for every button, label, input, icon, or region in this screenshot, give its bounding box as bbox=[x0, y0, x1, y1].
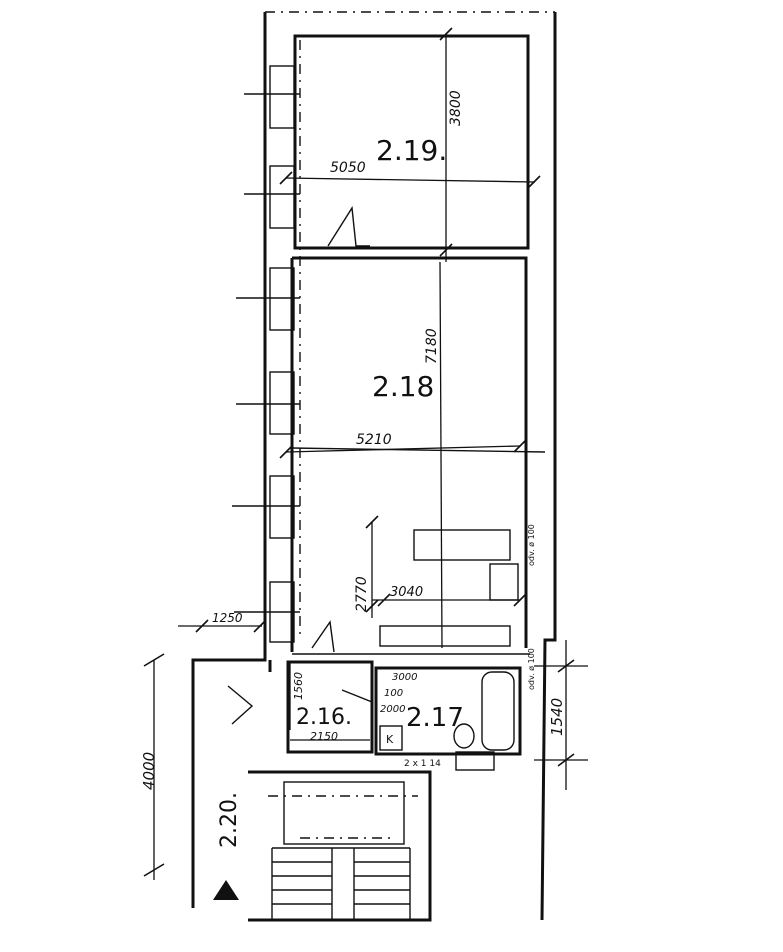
room-label-2-19: 2.19. bbox=[376, 134, 447, 167]
entrance-arrow-icon bbox=[213, 880, 239, 900]
dim-label-4000: 4000 bbox=[140, 752, 158, 790]
dim-label-3000: 3000 bbox=[392, 672, 417, 683]
dim-label-5210: 5210 bbox=[356, 432, 392, 448]
outer-outline bbox=[191, 11, 557, 921]
dim-label-3040: 3040 bbox=[390, 585, 423, 600]
room-label-2-20: 2.20. bbox=[217, 792, 242, 848]
room-2-18-walls bbox=[290, 256, 546, 655]
room-label-2-16: 2.16. bbox=[296, 705, 352, 730]
dim-label-1250: 1250 bbox=[212, 611, 243, 625]
room-label-2-18: 2.18 bbox=[372, 370, 434, 403]
bath-area-walls bbox=[286, 529, 522, 771]
dim-label-1560: 1560 bbox=[292, 672, 305, 700]
dim-label-2770: 2770 bbox=[354, 576, 370, 612]
dim-label-7180: 7180 bbox=[424, 328, 440, 364]
dim-label-2150: 2150 bbox=[310, 730, 338, 743]
dim-label-3800: 3800 bbox=[448, 90, 464, 126]
note-duct-mid: odv. ø 100 bbox=[527, 648, 536, 690]
note-duct-top: odv. ø 100 bbox=[527, 524, 536, 566]
room-label-2-17: 2.17 bbox=[406, 703, 464, 733]
dim-label-5050: 5050 bbox=[330, 160, 366, 176]
dimension-lines bbox=[143, 27, 588, 880]
dim-label-100: 100 bbox=[384, 688, 403, 699]
note-bottom: 2 x 1 14 bbox=[404, 759, 441, 769]
room-2-19-walls bbox=[293, 34, 530, 250]
staircase bbox=[213, 770, 432, 922]
dim-label-1540: 1540 bbox=[548, 698, 566, 736]
window-openings bbox=[232, 40, 301, 643]
dim-label-2000: 2000 bbox=[380, 704, 405, 715]
fixture-label-k: K bbox=[386, 733, 394, 746]
